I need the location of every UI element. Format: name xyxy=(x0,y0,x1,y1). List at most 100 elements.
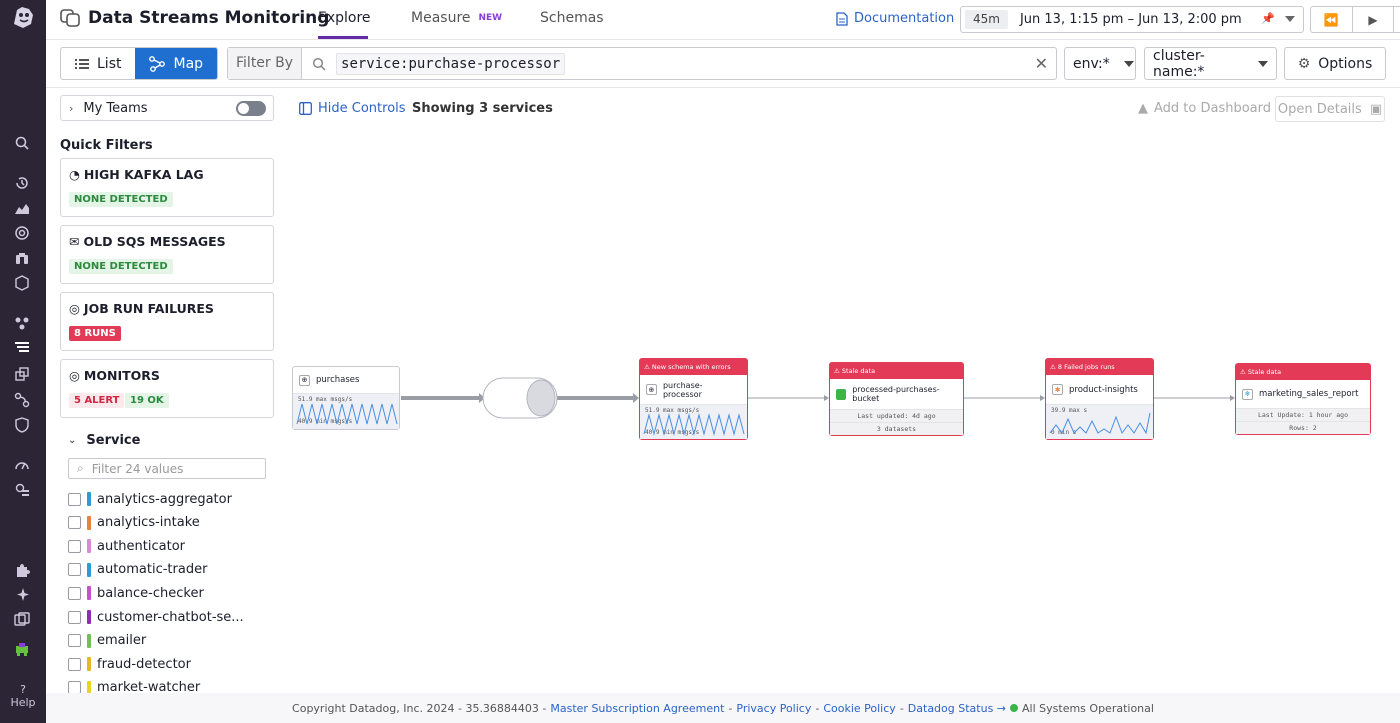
filter-bar: Filter By service:purchase-processor ✕ xyxy=(227,47,1057,80)
checkbox[interactable] xyxy=(68,657,81,671)
service-facet-item[interactable]: balance-checker xyxy=(68,583,204,603)
play-icon[interactable]: ▶ xyxy=(1353,7,1395,32)
checkbox[interactable] xyxy=(68,492,81,506)
service-facet-item[interactable]: automatic-trader xyxy=(68,560,207,580)
monitors-icon[interactable] xyxy=(14,225,30,241)
options-button[interactable]: ⚙ Options xyxy=(1284,47,1386,80)
map-icon xyxy=(149,55,166,72)
pin-icon[interactable]: 📌 xyxy=(1261,12,1275,25)
service-color-swatch xyxy=(87,515,91,530)
cookie-link[interactable]: Cookie Policy xyxy=(823,701,896,715)
add-to-dashboard-button[interactable]: ▲ Add to Dashboard xyxy=(1138,101,1272,116)
node-product-insights[interactable]: ⚠ 8 Failed jobs runs ✱product-insights 3… xyxy=(1045,358,1154,440)
tab-schemas[interactable]: Schemas xyxy=(540,10,604,26)
chevron-down-icon[interactable] xyxy=(1285,16,1295,22)
help-button[interactable]: ? Help xyxy=(0,683,46,709)
status-dot xyxy=(1010,704,1019,712)
fast-forward-icon[interactable]: ⏩ xyxy=(1394,7,1400,32)
checkbox[interactable] xyxy=(68,634,81,648)
quick-filter-monitors[interactable]: ◎MONITORS 5 ALERT 19 OK xyxy=(60,359,274,418)
node-processed-purchases-bucket[interactable]: ⚠ Stale data processed-purchases-bucket … xyxy=(829,362,964,436)
env-dropdown[interactable]: env:* xyxy=(1064,47,1136,80)
service-facet-item[interactable]: market-watcher xyxy=(68,678,200,693)
node-purchases[interactable]: ⊕purchases 51.9 max msgs/s 40.9 min msgs… xyxy=(292,366,400,430)
puzzle-icon[interactable] xyxy=(14,562,30,578)
datadog-logo-icon[interactable] xyxy=(9,4,37,30)
spark-job-icon: ✱ xyxy=(1052,384,1063,395)
filter-query-input[interactable]: service:purchase-processor xyxy=(336,52,566,75)
checkbox[interactable] xyxy=(68,610,81,624)
quick-filter-kafka-lag[interactable]: ◔HIGH KAFKA LAG NONE DETECTED xyxy=(60,158,274,217)
tab-explore[interactable]: Explore xyxy=(318,10,371,26)
rewind-icon[interactable]: ⏪ xyxy=(1311,7,1353,32)
quick-filter-job-run-failures[interactable]: ◎JOB RUN FAILURES 8 RUNS xyxy=(60,292,274,351)
checkbox[interactable] xyxy=(68,516,81,530)
service-facet-item[interactable]: analytics-aggregator xyxy=(68,489,232,509)
infrastructure-icon[interactable] xyxy=(14,315,30,331)
node-banner: ⚠ Stale data xyxy=(1236,364,1370,380)
checkbox[interactable] xyxy=(68,539,81,553)
footer: Copyright Datadog, Inc. 2024 - 35.368844… xyxy=(46,693,1400,723)
sparkle-icon[interactable] xyxy=(14,587,30,603)
time-range-picker[interactable]: 45m Jun 13, 1:15 pm – Jun 13, 2:00 pm 📌 xyxy=(960,6,1304,33)
map-edges xyxy=(401,377,1235,419)
service-facet-item[interactable]: emailer xyxy=(68,631,146,651)
history-icon[interactable] xyxy=(14,175,30,191)
network-icon[interactable] xyxy=(14,392,30,408)
service-facet-item[interactable]: analytics-intake xyxy=(68,513,200,533)
checkbox[interactable] xyxy=(68,563,81,577)
alert-icon: ⚠ xyxy=(834,367,842,375)
sparkline-line xyxy=(643,413,745,436)
chevron-right-icon: › xyxy=(69,101,74,115)
notebooks-icon[interactable] xyxy=(14,612,30,628)
service-mgmt-icon[interactable] xyxy=(14,482,30,498)
sparkline-line xyxy=(1049,412,1151,435)
service-color-swatch xyxy=(87,586,91,601)
service-facet-item[interactable]: fraud-detector xyxy=(68,654,191,674)
data-streams-logo-icon xyxy=(60,9,80,27)
checkbox[interactable] xyxy=(68,681,81,693)
privacy-link[interactable]: Privacy Policy xyxy=(736,701,812,715)
quick-filter-sqs-messages[interactable]: ✉OLD SQS MESSAGES NONE DETECTED xyxy=(60,225,274,284)
cluster-name-dropdown[interactable]: cluster-name:* xyxy=(1144,47,1277,80)
status-link[interactable]: Datadog Status → xyxy=(907,701,1007,715)
msa-link[interactable]: Master Subscription Agreement xyxy=(550,701,725,715)
search-icon[interactable] xyxy=(14,135,30,151)
my-teams-toggle-row[interactable]: › My Teams xyxy=(60,95,274,121)
security-icon[interactable] xyxy=(14,417,30,433)
map-view-button[interactable]: Map xyxy=(135,48,218,79)
service-facet-item[interactable]: authenticator xyxy=(68,536,185,556)
service-facet-header[interactable]: ⌄ Service xyxy=(68,433,141,448)
apm-icon[interactable] xyxy=(14,366,30,382)
list-view-button[interactable]: List xyxy=(61,48,135,79)
integrations-icon[interactable] xyxy=(14,275,30,291)
documentation-link[interactable]: Documentation xyxy=(836,11,954,26)
service-name: emailer xyxy=(97,633,147,649)
time-duration: 45m xyxy=(965,10,1008,29)
time-range: Jun 13, 1:15 pm – Jun 13, 2:00 pm xyxy=(1019,12,1242,27)
checkbox[interactable] xyxy=(68,586,81,600)
dashboards-icon[interactable] xyxy=(14,200,30,216)
node-purchase-processor[interactable]: ⚠ New schema with errors ⊕purchase-proce… xyxy=(639,358,748,440)
watchdog-icon[interactable] xyxy=(14,250,30,266)
service-facet-item[interactable]: customer-chatbot-se... xyxy=(68,607,244,627)
service-color-swatch xyxy=(87,492,91,506)
data-streams-icon[interactable] xyxy=(14,340,30,356)
open-details-button[interactable]: Open Details ▣ xyxy=(1275,96,1385,122)
service-color-swatch xyxy=(87,610,91,624)
service-map-canvas[interactable]: Hide Controls Showing 3 services ▲ Add t… xyxy=(287,88,1400,693)
node-marketing-sales-report[interactable]: ⚠ Stale data ❄marketing_sales_report Las… xyxy=(1235,363,1371,435)
globe-icon: ⊕ xyxy=(299,374,310,386)
clear-filter-icon[interactable]: ✕ xyxy=(1034,54,1048,73)
status-badge: NONE DETECTED xyxy=(69,192,173,207)
performance-icon[interactable] xyxy=(14,457,30,473)
envelope-icon: ✉ xyxy=(69,234,80,249)
hide-controls-button[interactable]: Hide Controls xyxy=(299,101,406,116)
active-tab-indicator xyxy=(318,36,368,39)
my-teams-switch[interactable] xyxy=(236,101,266,116)
panel-icon xyxy=(299,102,312,115)
user-avatar-icon[interactable] xyxy=(14,641,30,657)
service-filter-input[interactable]: ⌕ Filter 24 values xyxy=(68,458,266,479)
queue-node[interactable] xyxy=(482,377,558,419)
